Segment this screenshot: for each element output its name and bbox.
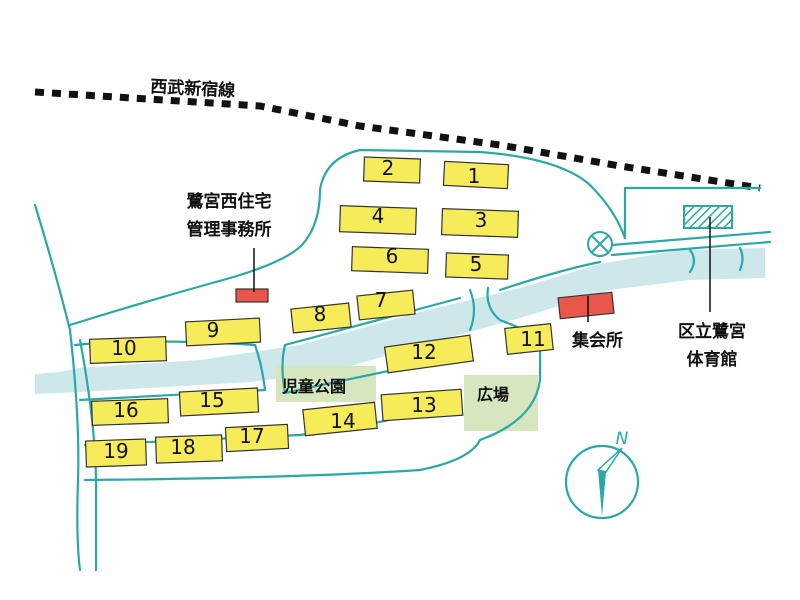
building-15-label: 15 bbox=[199, 388, 224, 412]
building-2[interactable]: 2 bbox=[362, 156, 422, 184]
building-17[interactable]: 17 bbox=[224, 423, 290, 453]
roundabout-icon bbox=[587, 231, 613, 257]
building-16-label: 16 bbox=[113, 398, 138, 422]
railway-label: 西武新宿線 bbox=[150, 76, 236, 101]
plaza-label: 広場 bbox=[477, 385, 509, 404]
building-12[interactable]: 12 bbox=[383, 334, 475, 374]
building-14-label: 14 bbox=[330, 409, 355, 433]
compass-north-label: N bbox=[616, 429, 629, 449]
building-18-label: 18 bbox=[170, 435, 195, 459]
building-13-label: 13 bbox=[411, 393, 436, 417]
building-7-label: 7 bbox=[375, 288, 388, 312]
building-16[interactable]: 16 bbox=[90, 398, 170, 426]
compass-icon: N bbox=[564, 429, 640, 520]
gymnasium-label-1: 区立鷺宮 bbox=[678, 321, 746, 342]
building-5-label: 5 bbox=[470, 252, 483, 276]
management-office-label-1: 鷺宮西住宅 bbox=[187, 191, 272, 212]
building-2-label: 2 bbox=[382, 156, 395, 180]
building-11[interactable]: 11 bbox=[504, 323, 554, 355]
gymnasium-label-2: 体育館 bbox=[687, 349, 738, 370]
building-5[interactable]: 5 bbox=[444, 252, 510, 280]
building-1-label: 1 bbox=[468, 164, 481, 188]
building-9[interactable]: 9 bbox=[184, 317, 262, 347]
playground-label: 児童公園 bbox=[281, 377, 346, 396]
plaza-area bbox=[464, 375, 538, 431]
building-8-label: 8 bbox=[314, 302, 327, 326]
railway-line bbox=[34, 88, 761, 192]
building-8[interactable]: 8 bbox=[290, 302, 352, 334]
building-15[interactable]: 15 bbox=[178, 387, 260, 417]
building-4[interactable]: 4 bbox=[338, 204, 418, 235]
building-12-label: 12 bbox=[411, 340, 436, 364]
management-office-label-2: 管理事務所 bbox=[187, 219, 272, 240]
building-9-label: 9 bbox=[207, 318, 220, 342]
management-office-building[interactable] bbox=[235, 288, 269, 303]
building-4-label: 4 bbox=[372, 204, 385, 228]
building-18[interactable]: 18 bbox=[154, 434, 224, 464]
building-13[interactable]: 13 bbox=[380, 388, 464, 422]
building-3[interactable]: 3 bbox=[440, 208, 520, 238]
building-10[interactable]: 10 bbox=[88, 336, 168, 364]
building-1[interactable]: 1 bbox=[442, 160, 510, 190]
building-19-label: 19 bbox=[103, 439, 128, 463]
building-19[interactable]: 19 bbox=[84, 438, 148, 468]
meeting-hall-building[interactable] bbox=[557, 291, 615, 320]
river bbox=[35, 248, 765, 394]
building-3-label: 3 bbox=[475, 208, 488, 232]
building-6-label: 6 bbox=[386, 244, 399, 268]
building-11-label: 11 bbox=[520, 327, 545, 351]
building-17-label: 17 bbox=[239, 424, 264, 448]
meeting-hall-label: 集会所 bbox=[571, 330, 623, 351]
building-10-label: 10 bbox=[111, 336, 136, 360]
building-7[interactable]: 7 bbox=[356, 288, 416, 321]
building-6[interactable]: 6 bbox=[350, 244, 430, 274]
gymnasium-building bbox=[683, 205, 733, 229]
building-14[interactable]: 14 bbox=[302, 401, 378, 437]
